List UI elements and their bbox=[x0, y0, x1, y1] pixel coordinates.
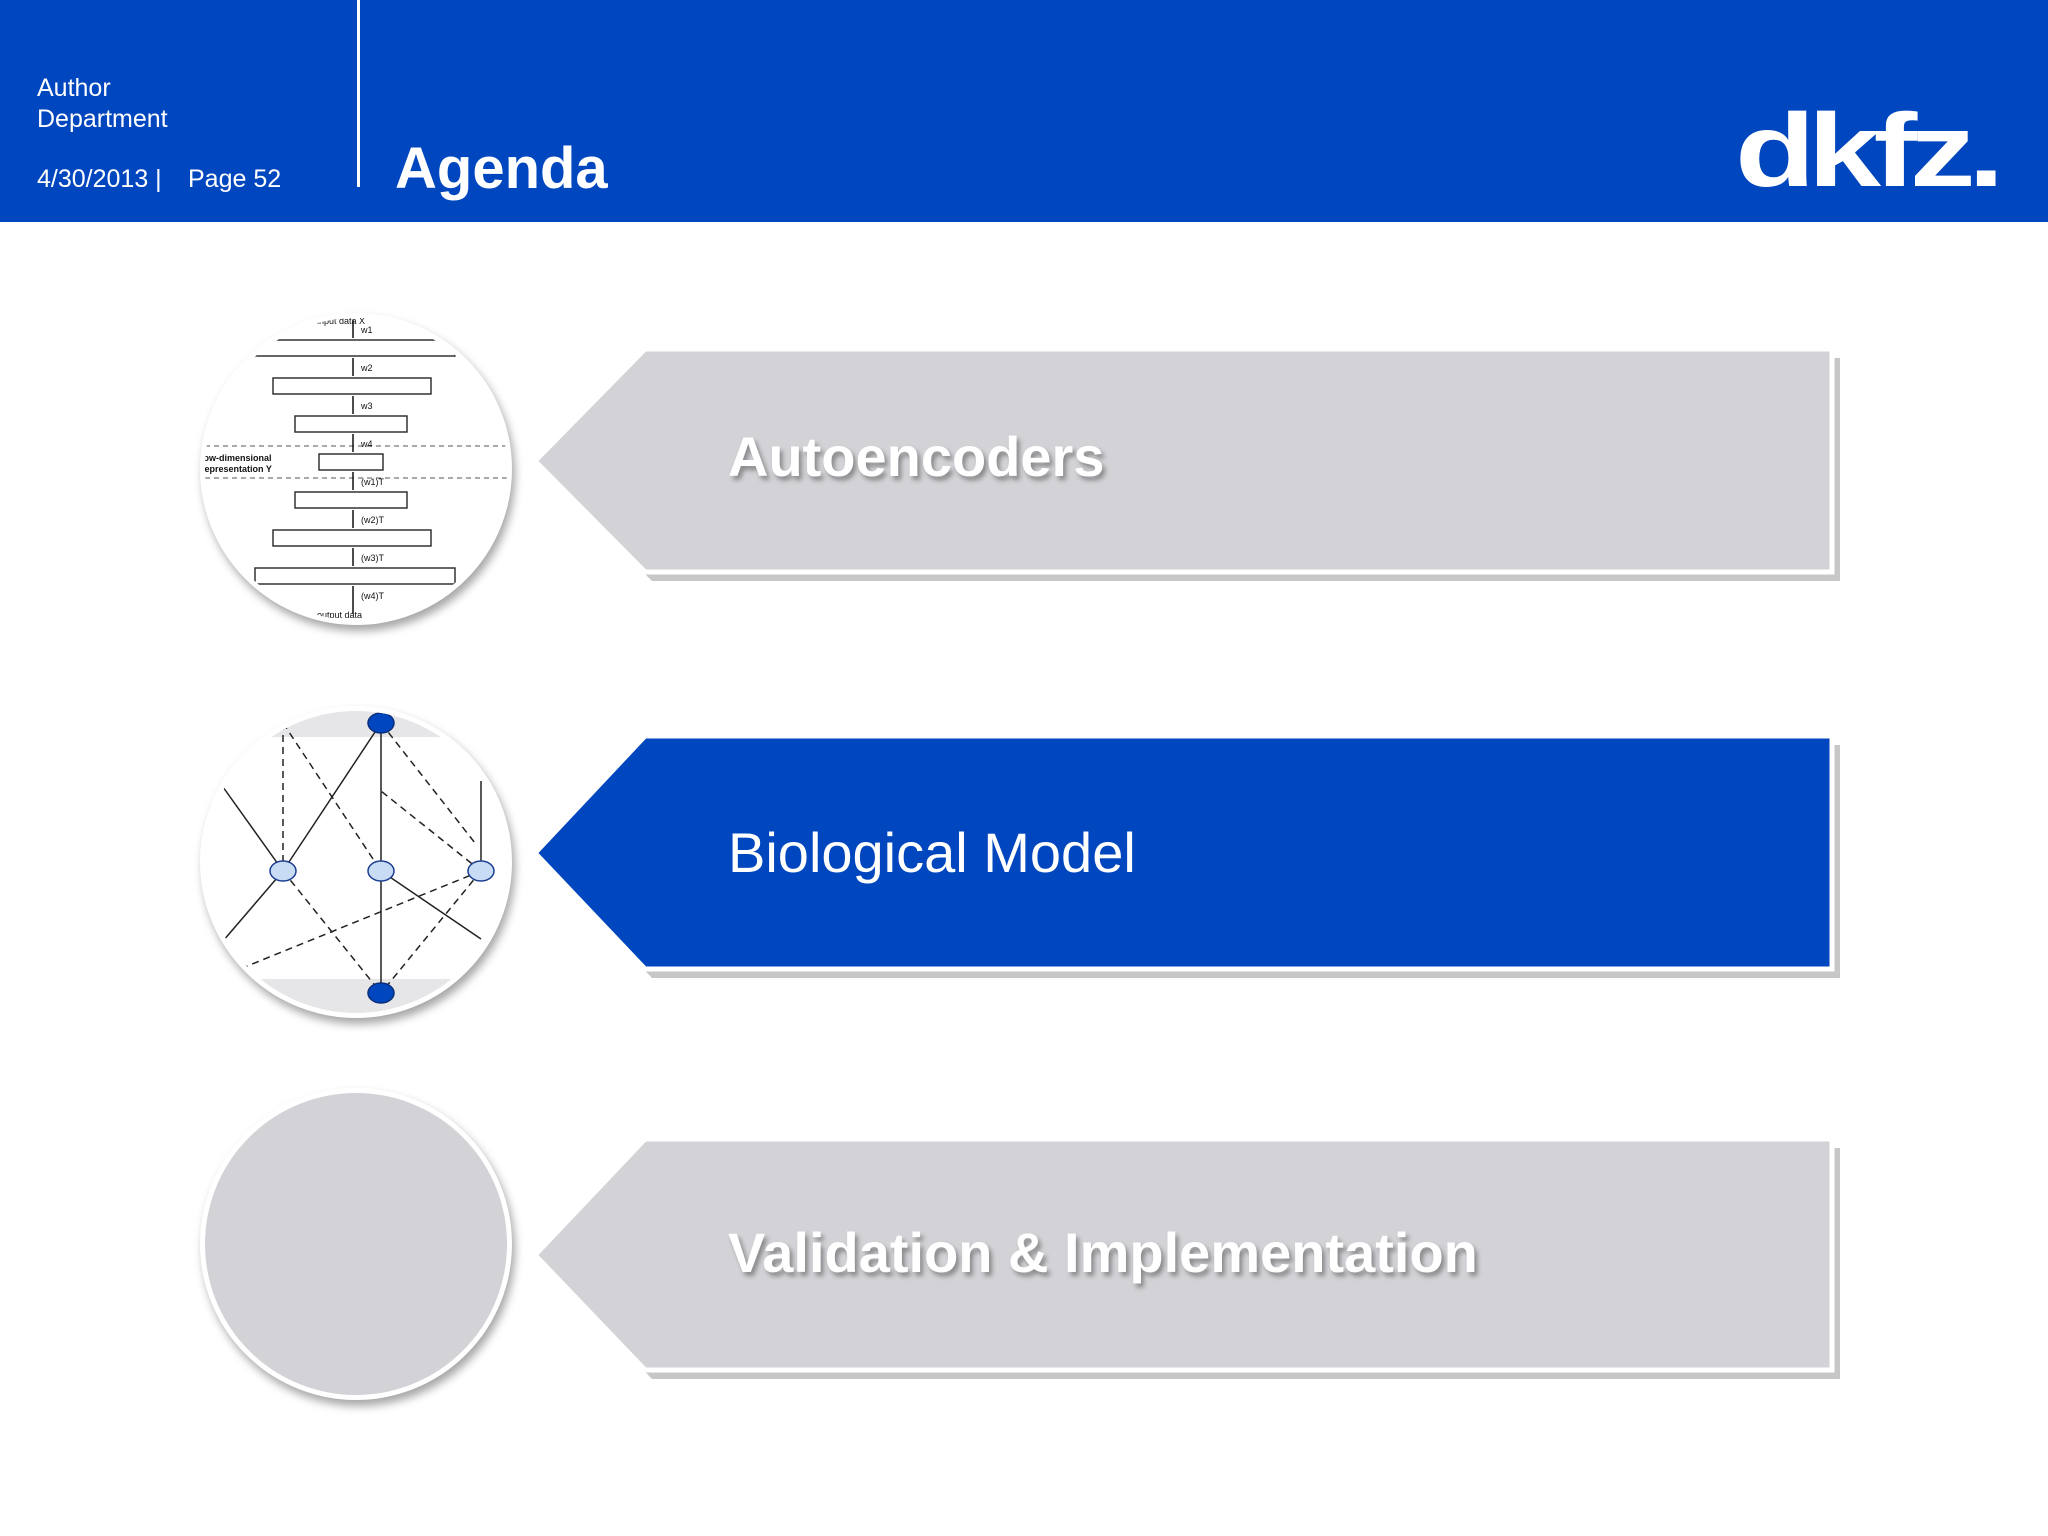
agenda-item-biological-model[interactable]: Biological Model bbox=[531, 733, 1840, 978]
hidden-node bbox=[367, 860, 395, 882]
weight-label: w1 bbox=[360, 325, 373, 335]
page-number: Page 52 bbox=[188, 165, 282, 193]
output-label: output data bbox=[317, 610, 362, 620]
slide-title: Agenda bbox=[395, 136, 608, 201]
weight-label: w4 bbox=[360, 439, 373, 449]
banner-shape bbox=[531, 733, 1840, 978]
weight-label: w3 bbox=[360, 401, 373, 411]
layer-bar bbox=[254, 567, 456, 585]
layer-bar bbox=[272, 377, 432, 395]
header-divider bbox=[357, 0, 360, 187]
logo-wordmark: dkfz. bbox=[1735, 108, 1997, 194]
layer-bar bbox=[318, 453, 384, 471]
agenda-item-label: Validation & Implementation bbox=[728, 1221, 1478, 1284]
autoencoder-diagram: input data X w1 w2 w3 w4 (w1)T (w2)T (w3… bbox=[205, 318, 507, 620]
agenda-item-validation[interactable]: Validation & Implementation bbox=[531, 1136, 1840, 1379]
weight-label: (w1)T bbox=[361, 477, 384, 487]
network-thumbnail bbox=[200, 706, 512, 1018]
code-label: representation Y bbox=[205, 464, 272, 474]
layer-bar bbox=[294, 415, 408, 433]
layer-bar bbox=[254, 339, 456, 357]
department-text: Department bbox=[37, 105, 168, 133]
layer-bar bbox=[272, 529, 432, 547]
author-text: Author bbox=[37, 74, 111, 102]
banner-shape bbox=[531, 346, 1840, 581]
agenda-item-label: Autoencoders bbox=[728, 425, 1105, 488]
weight-label: (w2)T bbox=[361, 515, 384, 525]
agenda-item-autoencoders[interactable]: Autoencoders bbox=[531, 346, 1840, 581]
date-text: 4/30/2013 | bbox=[37, 165, 162, 193]
hidden-node bbox=[269, 860, 297, 882]
hidden-node bbox=[467, 860, 495, 882]
visible-node bbox=[269, 711, 297, 726]
layer-bar bbox=[294, 491, 408, 509]
weight-label: (w4)T bbox=[361, 591, 384, 601]
dkfz-logo: dkfz. bbox=[1735, 108, 2003, 194]
weight-label: (w3)T bbox=[361, 553, 384, 563]
banner-shape bbox=[531, 1136, 1840, 1379]
autoencoder-thumbnail: input data X w1 w2 w3 w4 (w1)T (w2)T (w3… bbox=[200, 313, 512, 625]
header-bar: Author Department 4/30/2013 | Page 52 Ag… bbox=[0, 0, 2048, 222]
input-label: input data X bbox=[317, 318, 365, 326]
visible-node bbox=[367, 982, 395, 1004]
network-diagram bbox=[205, 711, 507, 1013]
visible-node bbox=[367, 712, 395, 734]
agenda-item-label: Biological Model bbox=[728, 821, 1136, 884]
weight-label: w2 bbox=[360, 363, 373, 373]
code-label: low-dimensional bbox=[205, 453, 272, 463]
empty-thumbnail bbox=[200, 1088, 512, 1400]
